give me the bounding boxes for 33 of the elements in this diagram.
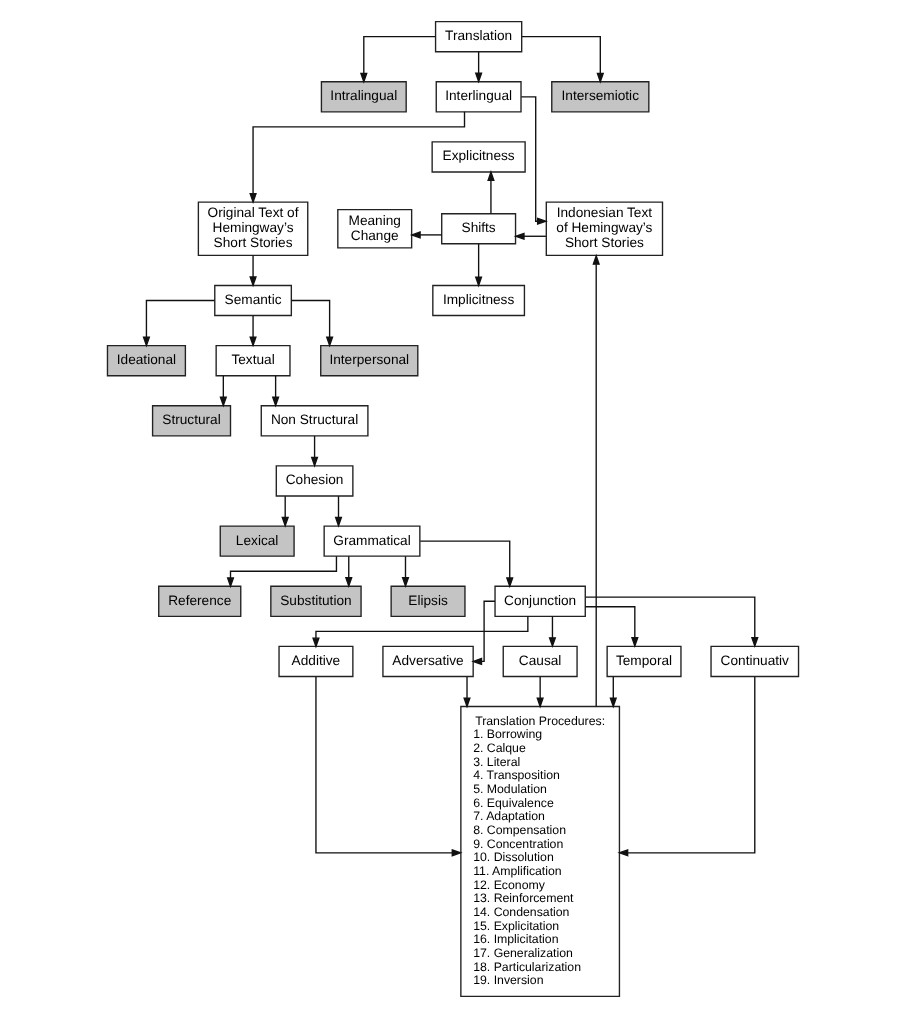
arrow xyxy=(535,676,543,709)
arrow xyxy=(333,495,342,528)
arrow xyxy=(583,606,638,648)
arrow xyxy=(218,375,227,408)
arrow xyxy=(520,36,604,84)
arrow xyxy=(519,96,547,226)
arrow xyxy=(248,315,256,348)
arrow xyxy=(591,253,600,707)
arrow xyxy=(473,243,482,288)
arrow xyxy=(418,540,513,589)
arrow xyxy=(473,51,482,84)
arrow xyxy=(289,299,333,348)
arrow xyxy=(616,676,755,857)
arrow xyxy=(512,232,546,241)
arrow xyxy=(470,600,495,666)
arrow xyxy=(141,299,215,348)
arrow xyxy=(358,36,435,84)
arrow xyxy=(343,555,352,588)
arrow xyxy=(314,676,462,857)
arrow xyxy=(248,254,256,288)
arrow xyxy=(584,596,758,648)
arrow xyxy=(400,555,409,588)
arrow xyxy=(248,111,465,205)
arrow xyxy=(608,676,617,709)
arrow xyxy=(270,375,279,408)
arrow xyxy=(547,615,556,649)
arrow xyxy=(280,495,289,528)
arrow xyxy=(225,555,337,589)
arrow xyxy=(462,676,470,709)
arrow xyxy=(486,170,494,215)
arrow xyxy=(311,615,528,649)
arrow xyxy=(309,435,318,468)
arrow xyxy=(408,231,442,239)
